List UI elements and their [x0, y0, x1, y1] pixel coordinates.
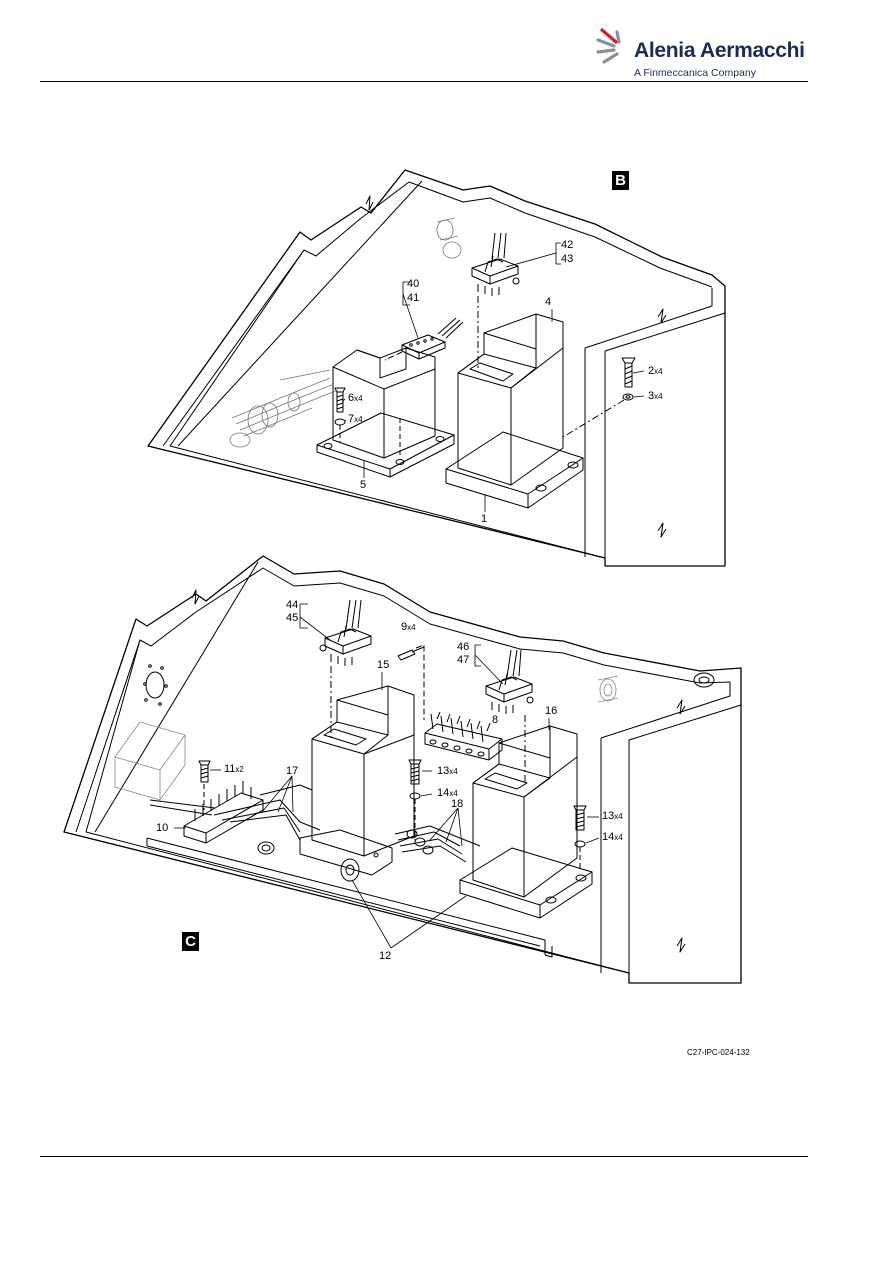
callout-4: 4 [545, 296, 552, 308]
callout-40: 40 [407, 278, 420, 290]
callout-9: 9x4 [401, 621, 416, 633]
brand-tagline: A Finmeccanica Company [634, 67, 756, 79]
callout-44: 44 [286, 599, 299, 611]
brand-name: Alenia Aermacchi [634, 39, 805, 62]
callout-6: 6x4 [348, 392, 363, 404]
callout-17: 17 [286, 765, 299, 777]
brand-logo: Alenia Aermacchi A Finmeccanica Company [596, 26, 805, 82]
callout-16: 16 [545, 705, 558, 717]
callout-13b: 13x4 [602, 810, 623, 822]
callout-42: 42 [561, 239, 574, 251]
callout-11: 11x2 [224, 763, 244, 775]
callout-18: 18 [451, 798, 464, 810]
callout-leaders [174, 242, 645, 949]
callout-41: 41 [407, 292, 420, 304]
alenia-aermacchi-logo-icon [596, 28, 621, 64]
callout-14b: 14x4 [602, 831, 623, 843]
callout-13a: 13x4 [437, 765, 458, 777]
callout-5: 5 [360, 479, 367, 491]
callout-15: 15 [377, 659, 390, 671]
view-c-badge: C [182, 932, 199, 951]
footer-rule [40, 1156, 808, 1157]
callout-1: 1 [481, 513, 488, 525]
callout-46: 46 [457, 641, 470, 653]
callout-47: 47 [457, 654, 470, 666]
header-rule [40, 81, 808, 82]
view-b-panel [147, 169, 726, 567]
callout-10: 10 [156, 822, 169, 834]
view-c-panel [63, 555, 742, 984]
callout-43: 43 [561, 253, 574, 265]
figure-reference: C27-IPC-024-132 [687, 1048, 750, 1057]
callout-45: 45 [286, 612, 299, 624]
callout-2: 2x4 [648, 365, 663, 377]
callout-14a: 14x4 [437, 787, 458, 799]
view-b-badge: B [612, 171, 629, 190]
callout-8: 8 [492, 714, 499, 726]
callout-12: 12 [379, 950, 392, 962]
callout-7: 7x4 [348, 413, 363, 425]
callout-3: 3x4 [648, 390, 663, 402]
